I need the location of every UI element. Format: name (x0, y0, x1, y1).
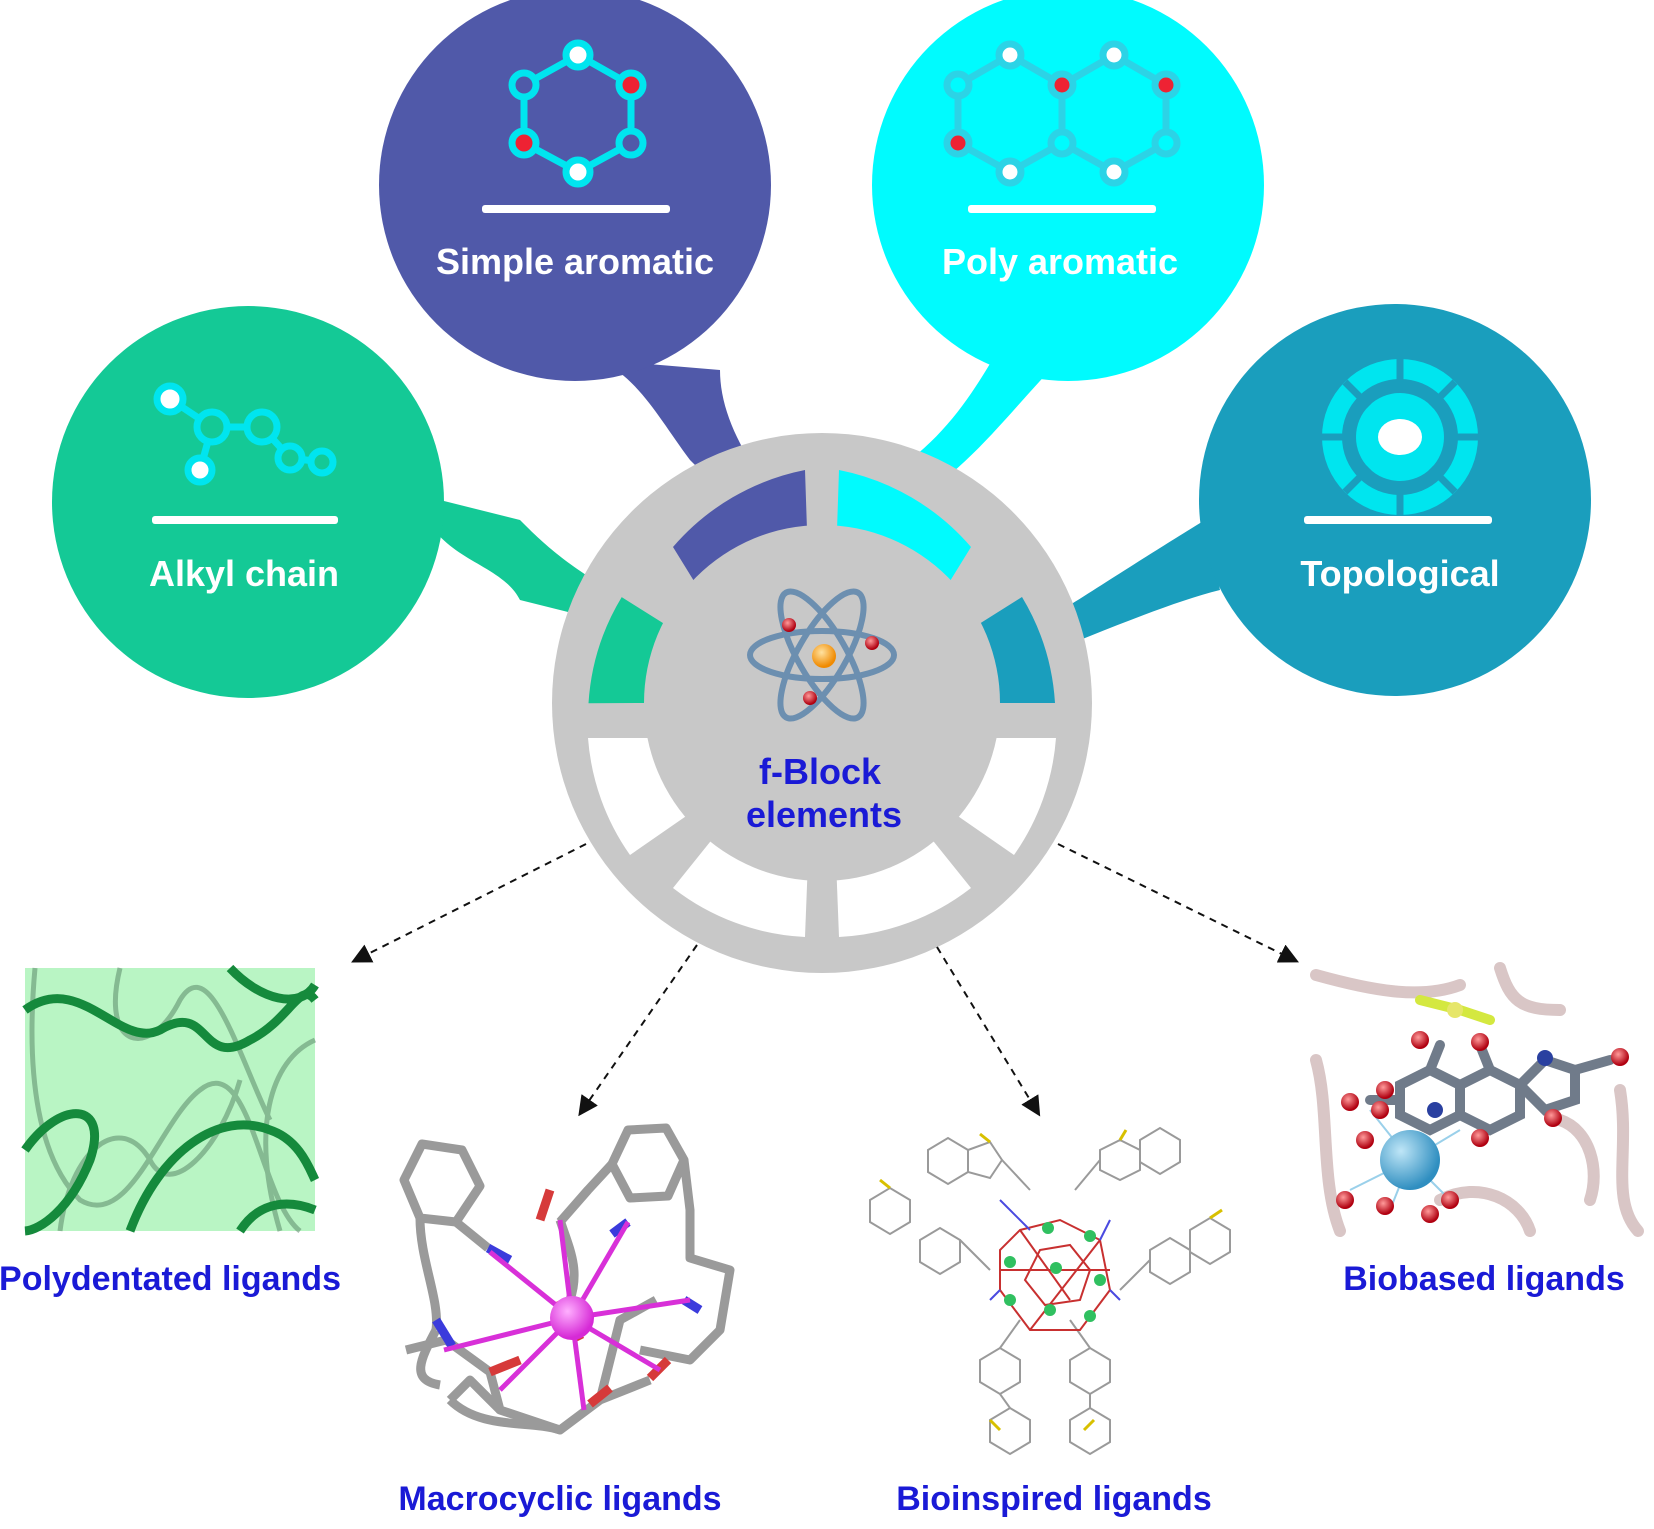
alkyl-chain-label: Alkyl chain (149, 553, 339, 594)
simple-aromatic-label: Simple aromatic (436, 241, 714, 282)
topological-label: Topological (1300, 553, 1499, 594)
topological-cage-icon (1322, 359, 1478, 515)
arrow-to-polydentated (351, 843, 587, 963)
center-title-line2: elements (746, 794, 902, 835)
poly-aromatic-label: Poly aromatic (942, 241, 1178, 282)
arrow-to-bioinspired (936, 946, 1041, 1117)
topological-divider (1304, 516, 1492, 524)
topological-bubble: Topological (1199, 304, 1591, 696)
biobased-ligand-image: Biobased ligands (1310, 962, 1644, 1298)
atom-icon (747, 588, 897, 722)
arrow-to-biobased (1057, 843, 1299, 963)
macrocyclic-ligand-image: Macrocyclic ligands (398, 1123, 735, 1518)
alkyl-chain-bubble: Alkyl chain (52, 306, 444, 698)
simple-aromatic-bubble: Simple aromatic (379, 0, 771, 381)
arrow-to-macrocyclic (578, 944, 698, 1117)
alkyl-chain-icon (153, 382, 337, 486)
macrocyclic-label: Macrocyclic ligands (398, 1480, 721, 1518)
alkyl-connector (420, 495, 610, 620)
naphthalene-icon (943, 40, 1181, 187)
benzene-ring-icon (508, 39, 647, 188)
poly-divider (968, 205, 1156, 213)
simple-divider (482, 205, 670, 213)
alkyl-divider (152, 516, 338, 524)
poly-aromatic-bubble: Poly aromatic (872, 0, 1264, 381)
f-block-hub: f-Block elements (552, 433, 1092, 973)
bioinspired-ligand-image: Bioinspired ligands (869, 1126, 1231, 1518)
center-title-line1: f-Block (759, 751, 882, 792)
polydentated-label: Polydentated ligands (0, 1260, 341, 1298)
polydentated-ligand-image: Polydentated ligands (0, 964, 341, 1298)
topological-connector (1070, 520, 1220, 640)
bioinspired-label: Bioinspired ligands (896, 1480, 1211, 1518)
biobased-label: Biobased ligands (1343, 1260, 1625, 1298)
